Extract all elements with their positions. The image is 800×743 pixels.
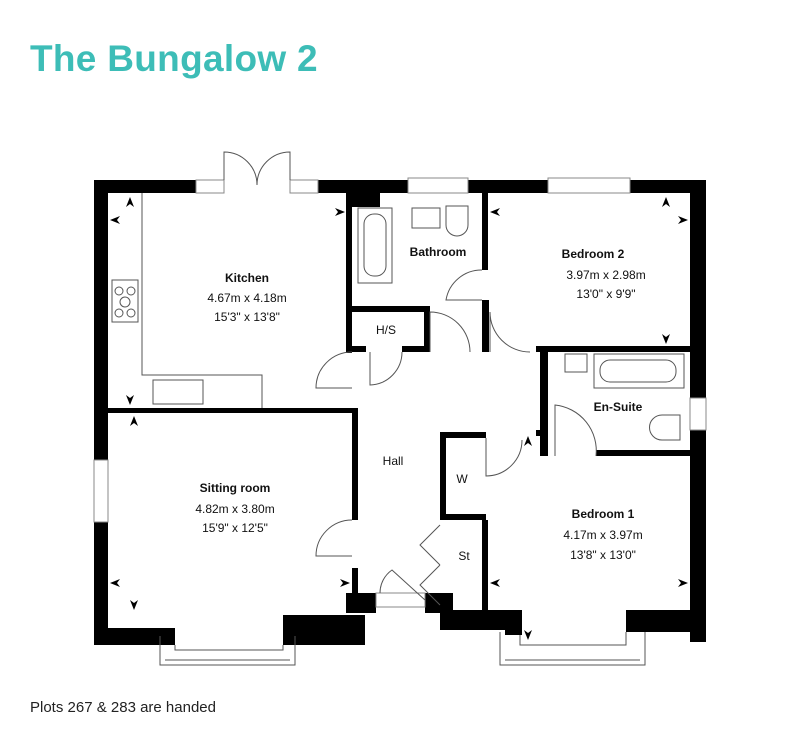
fixtures <box>111 193 685 441</box>
room-bedroom-1: Bedroom 1 4.17m x 3.97m 13'8" x 13'0" <box>563 507 642 562</box>
room-name: Bedroom 2 <box>562 247 625 261</box>
room-imperial: 13'0" x 9'9" <box>576 287 635 301</box>
basin-icon <box>411 207 441 229</box>
toilet-icon <box>445 205 469 237</box>
room-sitting-room: Sitting room 4.82m x 3.80m 15'9" x 12'5" <box>195 481 274 535</box>
doors <box>223 151 597 606</box>
room-name: Bedroom 1 <box>572 507 635 521</box>
room-metric: 3.97m x 2.98m <box>566 268 645 282</box>
room-w: W <box>456 472 468 486</box>
dimension-arrows <box>110 197 688 640</box>
footnote: Plots 267 & 283 are handed <box>30 699 216 716</box>
basin-icon <box>564 353 588 373</box>
room-metric: 4.82m x 3.80m <box>195 502 274 516</box>
room-imperial: 13'8" x 13'0" <box>570 548 636 562</box>
room-bedroom-2: Bedroom 2 3.97m x 2.98m 13'0" x 9'9" <box>562 247 646 301</box>
room-name: Kitchen <box>225 271 269 285</box>
page-title: The Bungalow 2 <box>30 38 318 79</box>
walls <box>94 180 706 645</box>
room-metric: 4.17m x 3.97m <box>563 528 642 542</box>
room-imperial: 15'3" x 13'8" <box>214 310 280 324</box>
room-imperial: 15'9" x 12'5" <box>202 521 268 535</box>
sink-icon <box>152 379 204 405</box>
room-bathroom: Bathroom <box>410 245 467 259</box>
room-kitchen: Kitchen 4.67m x 4.18m 15'3" x 13'8" <box>207 271 286 324</box>
room-name: Sitting room <box>200 481 271 495</box>
room-st: St <box>458 549 470 563</box>
room-ensuite: En-Suite <box>594 400 643 414</box>
room-metric: 4.67m x 4.18m <box>207 291 286 305</box>
windows <box>93 177 707 666</box>
room-hall: Hall <box>383 454 404 468</box>
toilet-icon <box>649 414 681 441</box>
room-hs: H/S <box>376 323 396 337</box>
